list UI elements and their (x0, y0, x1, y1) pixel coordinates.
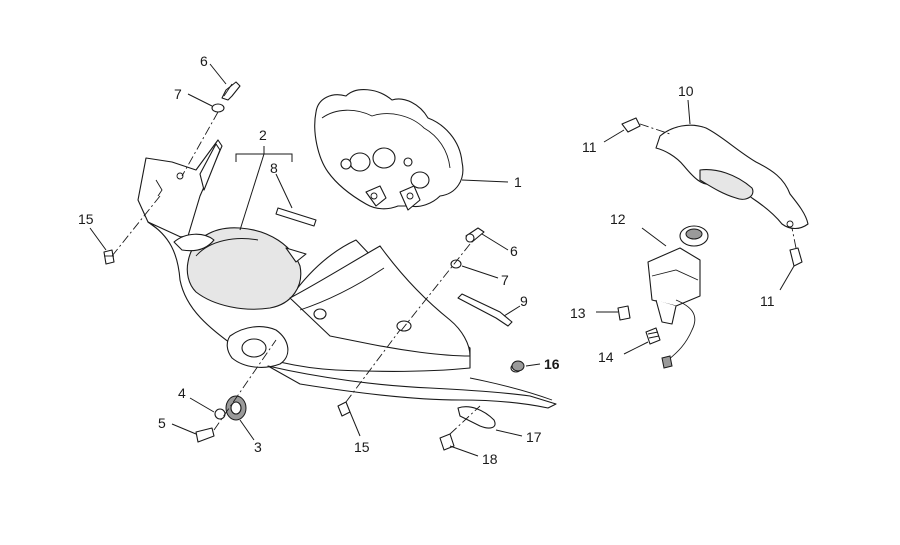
callout-15-lower: 15 (354, 439, 370, 455)
washer-part-7-right (450, 259, 499, 279)
rod-part-8 (275, 173, 317, 227)
callout-12: 12 (610, 211, 626, 227)
screw-part-11-upper (603, 117, 671, 143)
screw-part-18 (439, 405, 481, 457)
rubber-mount-part-3 (225, 395, 255, 441)
callout-2: 2 (259, 127, 267, 143)
callout-13: 13 (570, 305, 586, 321)
axis-line (181, 111, 219, 177)
ignition-switch-part-12 (641, 225, 709, 369)
callout-10: 10 (678, 83, 694, 99)
callout-3: 3 (254, 439, 262, 455)
plate-part-17 (457, 406, 523, 437)
callout-4: 4 (178, 385, 186, 401)
callout-7-right: 7 (501, 272, 509, 288)
axis-line (213, 339, 277, 431)
callout-5: 5 (158, 415, 166, 431)
callout-15-left: 15 (78, 211, 94, 227)
callout-16: 16 (544, 356, 560, 372)
spring-part-14 (623, 327, 661, 355)
grommet-part-16 (511, 360, 541, 372)
bracket-leader-2 (235, 146, 293, 231)
screw-part-6-upper (209, 63, 241, 101)
callout-8: 8 (270, 160, 278, 176)
callout-6-upper: 6 (200, 53, 208, 69)
callout-14: 14 (598, 349, 614, 365)
screw-part-11-lower (779, 227, 803, 291)
callout-17: 17 (526, 429, 542, 445)
callout-18: 18 (482, 451, 498, 467)
callout-11-upper: 11 (582, 139, 597, 155)
bracket-part-10 (655, 99, 809, 230)
callout-6-right: 6 (510, 243, 518, 259)
callout-9: 9 (520, 293, 528, 309)
washer-part-4 (189, 397, 226, 420)
instrument-cluster-housing (314, 89, 509, 211)
screw-part-15-lower (337, 329, 401, 437)
axis-line (399, 243, 471, 333)
screw-part-5 (171, 423, 215, 443)
callout-1: 1 (514, 174, 522, 190)
callout-7-upper: 7 (174, 86, 182, 102)
strip-part-9 (457, 293, 521, 327)
screw-part-6-right (465, 227, 509, 251)
callout-leader-1 (461, 179, 509, 183)
screw-part-15-left (89, 195, 161, 265)
callout-11-lower: 11 (760, 293, 775, 309)
washer-part-7-upper (187, 93, 225, 113)
callout-leader-8 (275, 173, 293, 209)
screw-part-13 (596, 305, 631, 321)
headlight-fairing (137, 139, 557, 409)
